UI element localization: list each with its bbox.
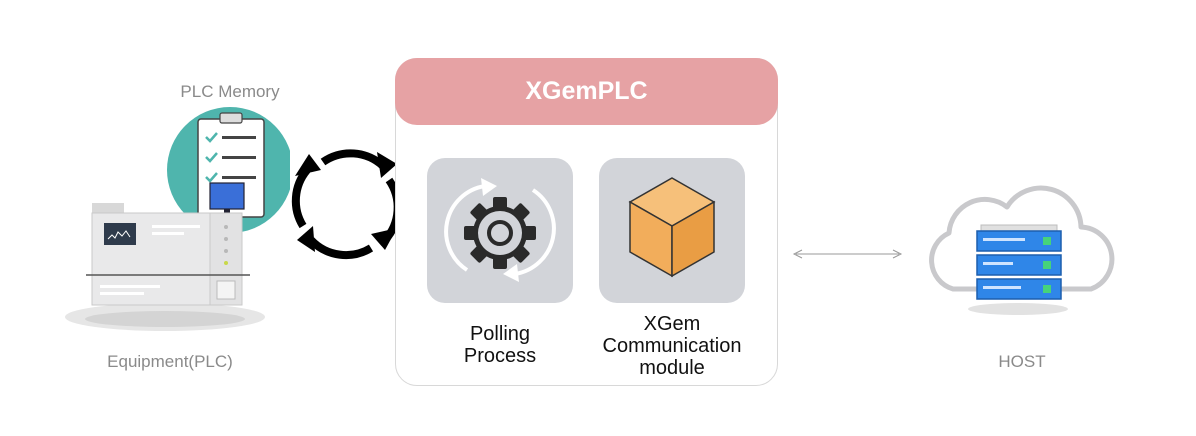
server-icon — [976, 224, 1062, 300]
host-label: HOST — [998, 352, 1046, 371]
cube-icon — [628, 177, 716, 278]
xgem-communication-tile — [599, 158, 745, 303]
comm-label-line3: module — [639, 357, 705, 379]
host-illustration — [929, 185, 1115, 315]
comm-label-line2: Communication — [602, 335, 742, 357]
xgemplc-header: XGemPLC — [395, 58, 778, 125]
sync-arrows-icon — [291, 149, 402, 260]
plc-cabinet-icon — [86, 203, 250, 306]
equipment-label: Equipment(PLC) — [107, 352, 233, 371]
double-arrow-icon — [792, 249, 903, 259]
comm-label-line1: XGem — [643, 313, 701, 335]
xgem-communication-label: XGem Communication module — [580, 313, 764, 379]
polling-process-tile — [427, 158, 573, 303]
equipment-illustration — [65, 107, 290, 331]
polling-process-label: Polling Process — [420, 323, 580, 367]
gear-icon — [444, 178, 556, 282]
polling-label-line2: Process — [463, 345, 537, 367]
plc-memory-label: PLC Memory — [180, 82, 280, 101]
polling-label-line1: Polling — [469, 323, 531, 345]
